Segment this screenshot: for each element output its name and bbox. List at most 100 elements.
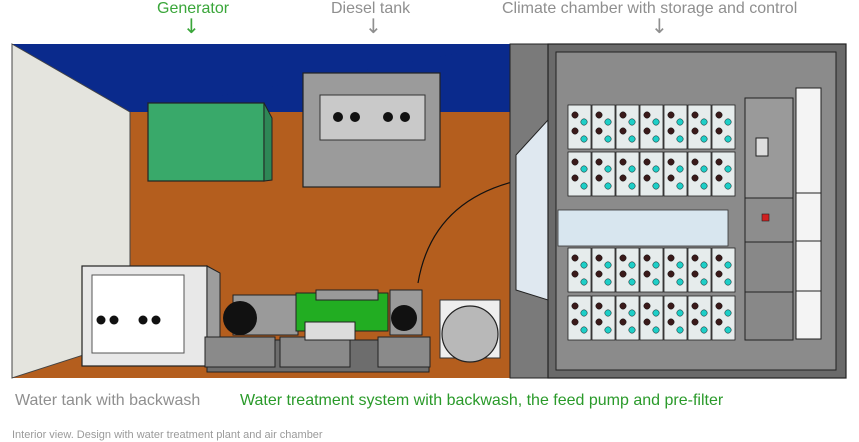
diesel-tank-label: Diesel tank bbox=[331, 0, 411, 17]
battery-terminal-icon bbox=[643, 111, 651, 119]
battery-terminal-icon bbox=[580, 326, 588, 334]
battery-terminal-icon bbox=[691, 111, 699, 119]
caption: Interior view. Design with water treatme… bbox=[12, 429, 323, 441]
water-tank-label: Water tank with backwash bbox=[15, 392, 201, 409]
battery-terminal-icon bbox=[676, 309, 684, 317]
battery-module bbox=[615, 104, 640, 150]
battery-terminal-icon bbox=[715, 318, 723, 326]
battery-module bbox=[567, 295, 592, 341]
battery-module bbox=[663, 104, 688, 150]
storage-panel-3 bbox=[795, 240, 822, 292]
battery-module bbox=[663, 247, 688, 293]
battery-module bbox=[687, 247, 712, 293]
battery-terminal-icon bbox=[619, 111, 627, 119]
battery-module bbox=[615, 247, 640, 293]
water-treatment-system bbox=[204, 289, 501, 373]
battery-terminal-icon bbox=[571, 318, 579, 326]
battery-terminal-icon bbox=[724, 182, 732, 190]
filter-cylinder-left bbox=[223, 301, 257, 335]
battery-module bbox=[687, 151, 712, 197]
battery-terminal-icon bbox=[652, 261, 660, 269]
battery-terminal-icon bbox=[676, 182, 684, 190]
battery-terminal-icon bbox=[700, 278, 708, 286]
battery-terminal-icon bbox=[700, 135, 708, 143]
battery-module bbox=[567, 247, 592, 293]
battery-terminal-icon bbox=[652, 118, 660, 126]
battery-terminal-icon bbox=[595, 127, 603, 135]
battery-terminal-icon bbox=[604, 165, 612, 173]
battery-module bbox=[711, 295, 736, 341]
generator-arrow-icon: ↓ bbox=[183, 14, 200, 38]
battery-terminal-icon bbox=[715, 270, 723, 278]
diesel-tank-arrow-icon: ↓ bbox=[365, 14, 382, 38]
battery-terminal-icon bbox=[571, 270, 579, 278]
battery-terminal-icon bbox=[580, 135, 588, 143]
battery-terminal-icon bbox=[700, 309, 708, 317]
generator-label: Generator bbox=[157, 0, 230, 17]
battery-terminal-icon bbox=[619, 174, 627, 182]
battery-module bbox=[663, 295, 688, 341]
storage-panel-1 bbox=[795, 87, 822, 194]
battery-terminal-icon bbox=[595, 318, 603, 326]
battery-terminal-icon bbox=[691, 158, 699, 166]
feed-pump bbox=[441, 305, 499, 363]
battery-terminal-icon bbox=[724, 118, 732, 126]
battery-terminal-icon bbox=[691, 302, 699, 310]
battery-terminal-icon bbox=[580, 182, 588, 190]
battery-terminal-icon bbox=[667, 111, 675, 119]
battery-terminal-icon bbox=[643, 158, 651, 166]
battery-module bbox=[591, 151, 616, 197]
battery-terminal-icon bbox=[595, 270, 603, 278]
battery-terminal-icon bbox=[619, 127, 627, 135]
battery-terminal-icon bbox=[652, 278, 660, 286]
battery-terminal-icon bbox=[691, 127, 699, 135]
battery-terminal-icon bbox=[667, 127, 675, 135]
battery-terminal-icon bbox=[604, 326, 612, 334]
battery-terminal-icon bbox=[604, 309, 612, 317]
battery-terminal-icon bbox=[676, 278, 684, 286]
battery-terminal-icon bbox=[595, 174, 603, 182]
battery-terminal-icon bbox=[715, 127, 723, 135]
battery-module bbox=[567, 104, 592, 150]
battery-terminal-icon bbox=[643, 302, 651, 310]
battery-terminal-icon bbox=[667, 302, 675, 310]
battery-module bbox=[591, 104, 616, 150]
battery-terminal-icon bbox=[724, 309, 732, 317]
battery-terminal-icon bbox=[715, 174, 723, 182]
battery-terminal-icon bbox=[667, 270, 675, 278]
battery-terminal-icon bbox=[667, 254, 675, 262]
battery-terminal-icon bbox=[715, 254, 723, 262]
battery-terminal-icon bbox=[628, 118, 636, 126]
battery-terminal-icon bbox=[571, 127, 579, 135]
battery-terminal-icon bbox=[676, 165, 684, 173]
battery-terminal-icon bbox=[724, 326, 732, 334]
battery-terminal-icon bbox=[595, 302, 603, 310]
battery-terminal-icon bbox=[619, 270, 627, 278]
filter-cylinder-right bbox=[391, 305, 417, 331]
battery-terminal-icon bbox=[595, 111, 603, 119]
battery-terminal-icon bbox=[643, 318, 651, 326]
water-tank bbox=[81, 265, 221, 367]
battery-terminal-icon bbox=[628, 135, 636, 143]
battery-terminal-icon bbox=[724, 165, 732, 173]
battery-module bbox=[639, 151, 664, 197]
storage-panel-2 bbox=[795, 192, 822, 242]
battery-terminal-icon bbox=[595, 254, 603, 262]
battery-terminal-icon bbox=[715, 111, 723, 119]
battery-terminal-icon bbox=[571, 302, 579, 310]
battery-terminal-icon bbox=[619, 254, 627, 262]
battery-terminal-icon bbox=[691, 254, 699, 262]
battery-terminal-icon bbox=[652, 182, 660, 190]
battery-terminal-icon bbox=[643, 254, 651, 262]
battery-terminal-icon bbox=[652, 309, 660, 317]
battery-terminal-icon bbox=[604, 261, 612, 269]
battery-module bbox=[711, 151, 736, 197]
battery-terminal-icon bbox=[619, 318, 627, 326]
battery-terminal-icon bbox=[700, 118, 708, 126]
door-swing-arc bbox=[417, 179, 521, 284]
battery-terminal-icon bbox=[691, 318, 699, 326]
battery-terminal-icon bbox=[643, 174, 651, 182]
battery-terminal-icon bbox=[628, 261, 636, 269]
battery-terminal-icon bbox=[676, 118, 684, 126]
battery-terminal-icon bbox=[724, 135, 732, 143]
